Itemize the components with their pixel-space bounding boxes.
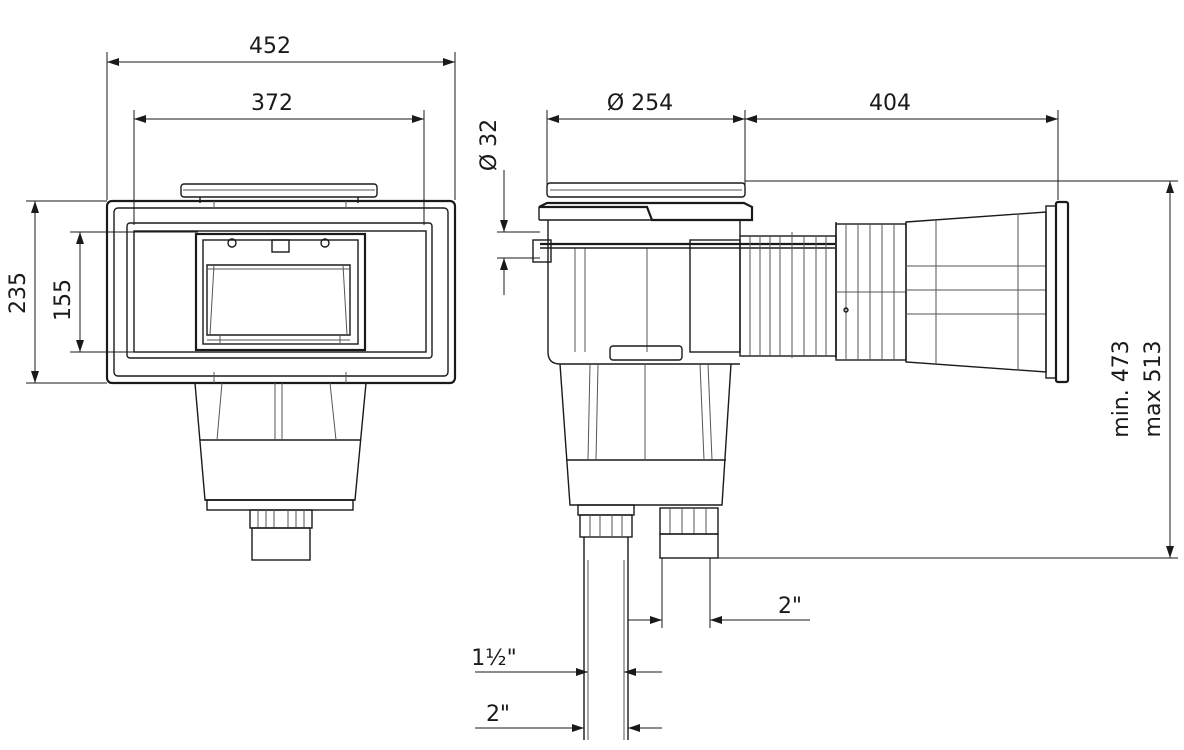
front-body: [194, 372, 367, 511]
dim-label-372: 372: [251, 91, 293, 116]
side-body-upper: [532, 236, 835, 365]
side-tube: [689, 222, 907, 361]
dim-pipe-diameter: Ø 32: [477, 119, 540, 295]
dim-height-inner: 155: [51, 231, 198, 353]
dim-label-32: Ø 32: [477, 119, 502, 171]
dim-outlet-inner: 1½": [471, 646, 662, 676]
dim-label-1half-in: 1½": [471, 646, 516, 671]
dim-width-outer: 452: [106, 34, 456, 200]
dim-label-452: 452: [249, 34, 291, 59]
side-body-lower: [559, 363, 732, 506]
dim-outlet-outer: 2": [475, 702, 662, 732]
dim-body-length: 404: [745, 91, 1059, 200]
dim-label-254: Ø 254: [607, 91, 673, 116]
dim-width-inner: 372: [133, 91, 425, 225]
side-flange: [905, 200, 1070, 384]
front-faceplate: [105, 199, 457, 385]
dim-label-235: 235: [6, 272, 31, 314]
side-view: Ø 254 404 Ø 32 min. 473 max 513: [471, 91, 1178, 740]
front-opening: [194, 232, 367, 352]
dim-label-min: min. 473: [1109, 340, 1134, 437]
side-lid: [546, 182, 746, 198]
dim-height-outer: 235: [6, 200, 107, 384]
dim-outlet-side: 2": [628, 594, 810, 624]
dim-label-2in-side: 2": [778, 594, 802, 619]
side-collar: [538, 201, 754, 236]
dim-lid-diameter: Ø 254: [546, 91, 746, 185]
side-outlets: [577, 504, 719, 740]
dim-label-2in-bottom: 2": [486, 702, 510, 727]
dim-label-155: 155: [51, 279, 76, 321]
dim-label-max: max 513: [1141, 341, 1166, 438]
dim-label-404: 404: [869, 91, 911, 116]
front-outlet: [249, 509, 313, 561]
dim-total-height: min. 473 max 513: [718, 180, 1178, 559]
front-view: 452 372 235 155: [6, 34, 457, 561]
